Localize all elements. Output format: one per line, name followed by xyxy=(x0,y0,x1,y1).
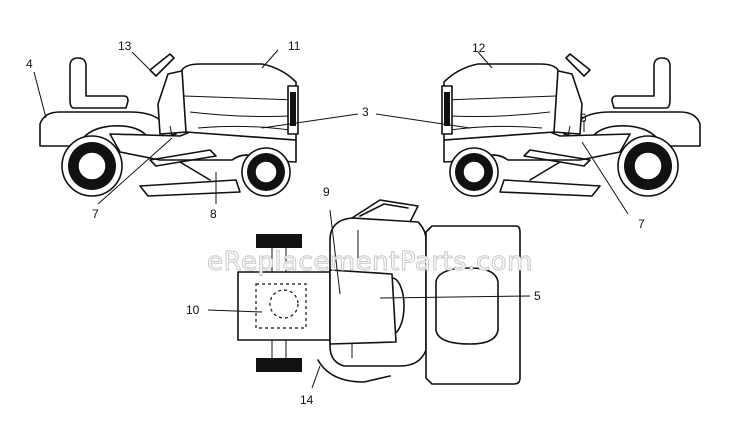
tractor-top-view xyxy=(237,199,521,385)
seat-left xyxy=(69,57,129,109)
tractor-left-side-view xyxy=(39,53,299,197)
callout-8: 8 xyxy=(210,207,217,221)
callout-labels: 4 13 11 12 3 6 7 8 7 9 10 5 14 xyxy=(26,39,645,407)
top-rear-tire-lower xyxy=(256,358,302,372)
dash-tower-left xyxy=(157,69,187,135)
callout-7-right: 7 xyxy=(638,217,645,231)
callout-11: 11 xyxy=(288,39,301,53)
top-seat-area xyxy=(237,271,331,341)
callout-9: 9 xyxy=(323,185,330,199)
callout-12: 12 xyxy=(472,41,486,55)
leader-lines xyxy=(33,49,629,389)
steering-wheel-left xyxy=(149,53,175,77)
tractor-right-side-view xyxy=(441,53,701,197)
mower-deck-left xyxy=(139,179,241,197)
top-hood xyxy=(425,225,521,385)
callout-5: 5 xyxy=(534,289,541,303)
top-rear-tire-upper xyxy=(256,234,302,248)
callout-13: 13 xyxy=(118,39,132,53)
callout-3: 3 xyxy=(362,105,369,119)
callout-4: 4 xyxy=(26,57,33,71)
watermark-text: eReplacementParts.com xyxy=(207,247,533,277)
callout-10: 10 xyxy=(186,303,200,317)
callout-6: 6 xyxy=(580,111,587,125)
callout-7-left: 7 xyxy=(92,207,99,221)
callout-14: 14 xyxy=(300,393,314,407)
hood-left xyxy=(181,63,297,141)
